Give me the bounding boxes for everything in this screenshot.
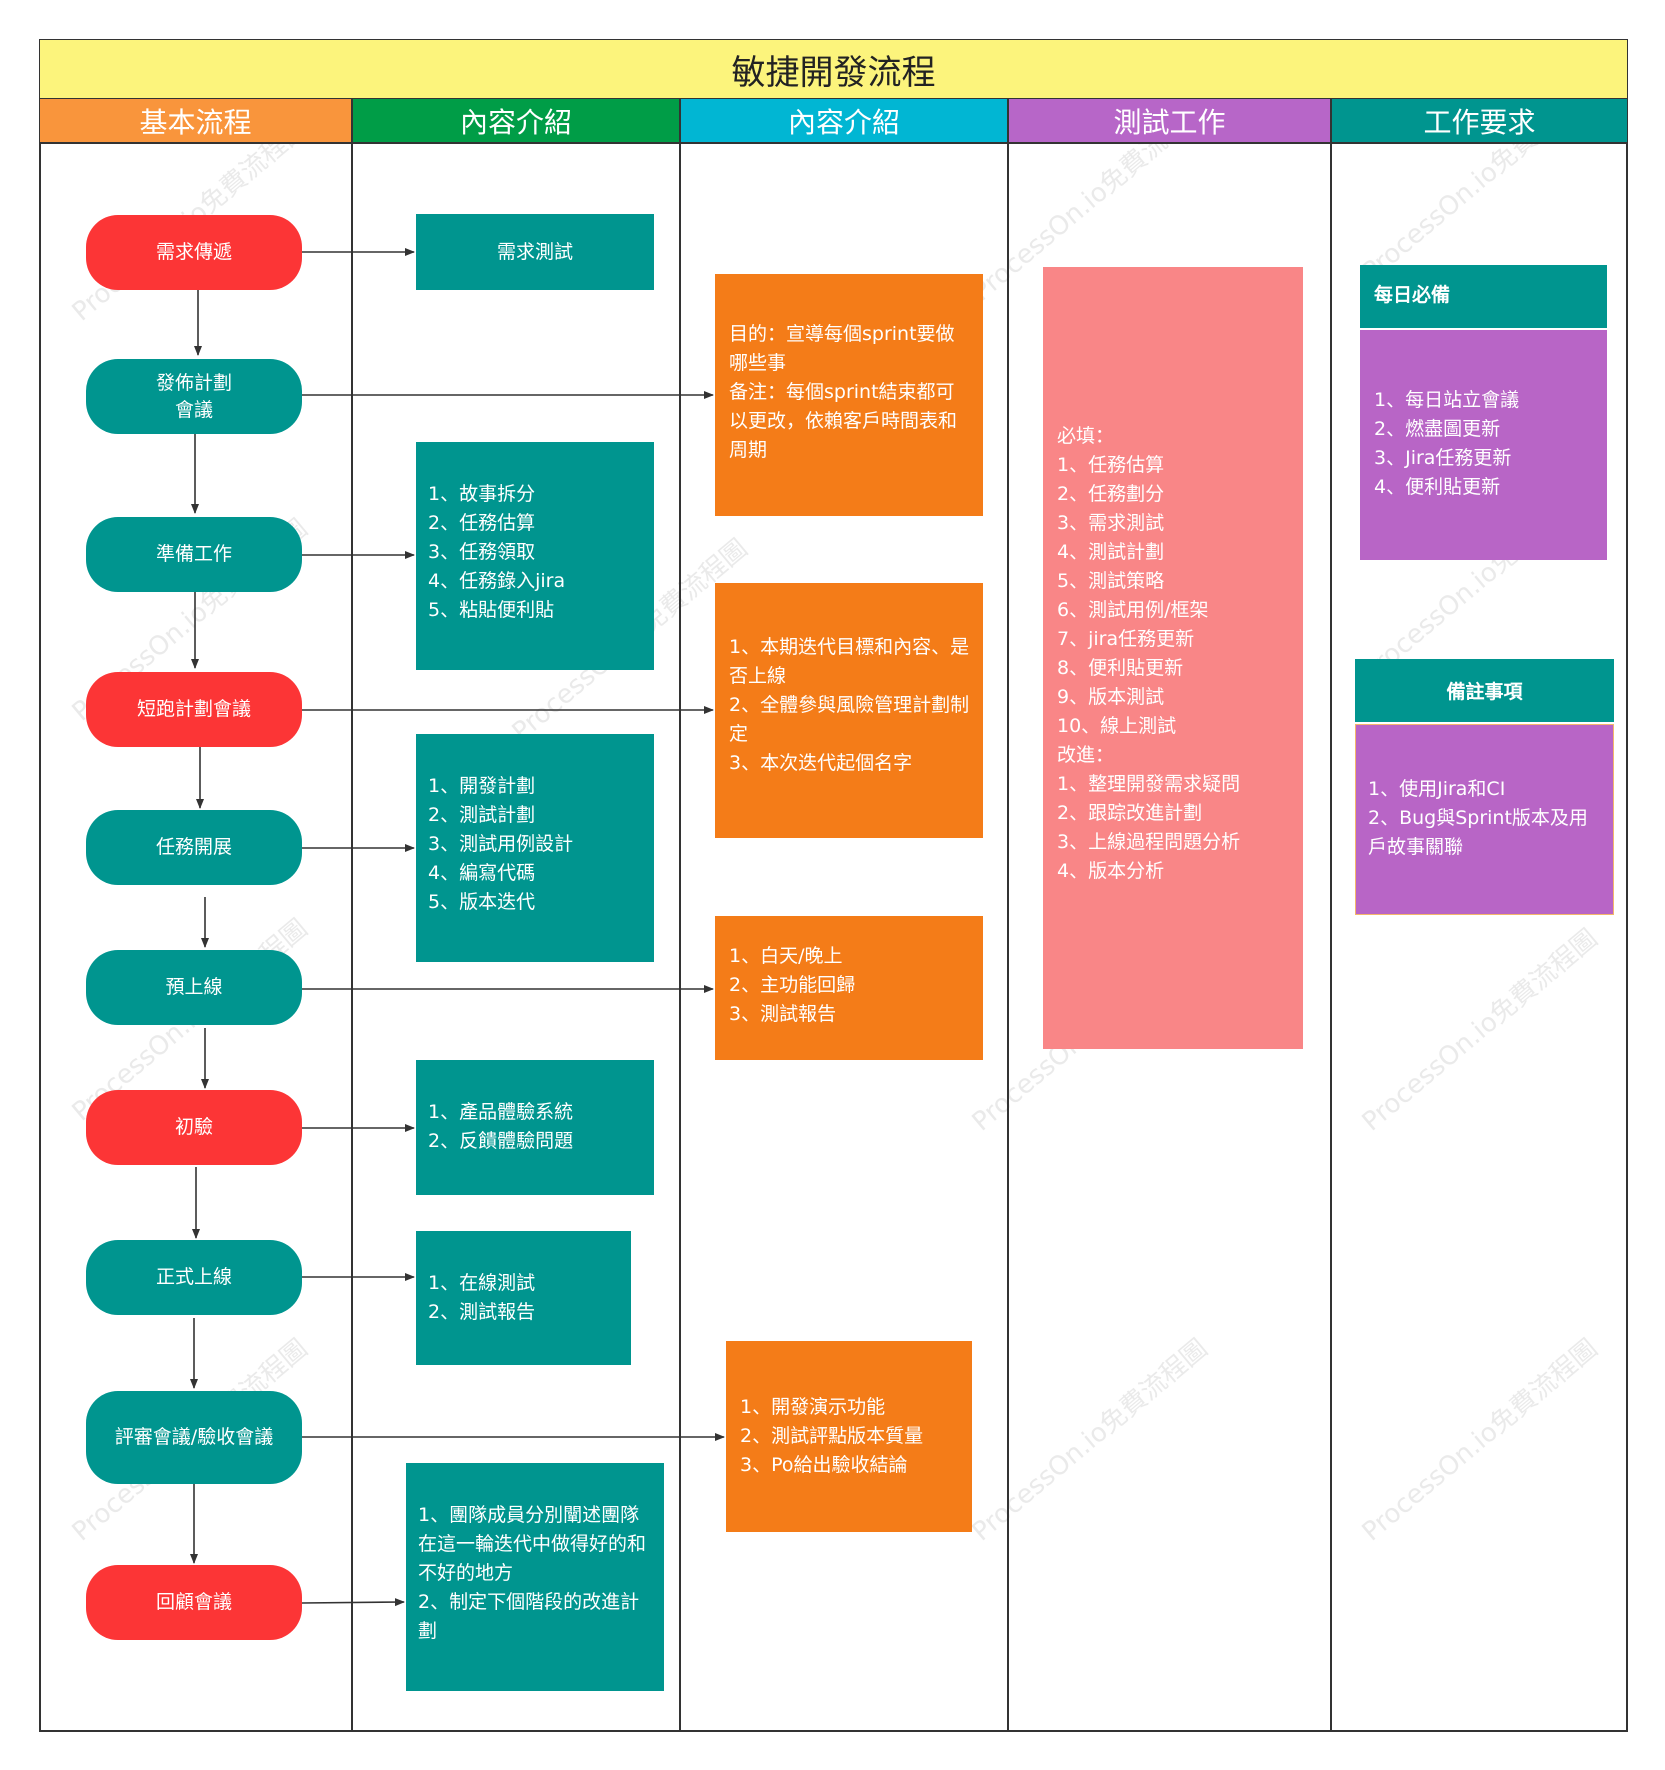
column-divider xyxy=(351,99,353,1732)
content-box-retrospective: 1、團隊成員分別闡述團隊在這一輪迭代中做得好的和不好的地方 2、制定下個階段的改… xyxy=(406,1463,664,1691)
flow-node-requirement-handoff: 需求傳遞 xyxy=(86,215,302,290)
column-header-content-2: 內容介紹 xyxy=(681,99,1007,144)
column-header-content-1: 內容介紹 xyxy=(353,99,679,144)
daily-essentials-body: 1、每日站立會議 2、燃盡圖更新 3、Jira任務更新 4、便利貼更新 xyxy=(1360,330,1607,560)
column-header-basic-flow: 基本流程 xyxy=(40,99,351,144)
flow-node-official-release: 正式上線 xyxy=(86,1240,302,1315)
column-header-requirements: 工作要求 xyxy=(1332,99,1627,144)
column-divider xyxy=(1007,99,1009,1732)
content-box-review-meeting: 1、開發演示功能 2、測試評點版本質量 3、Po給出驗收結論 xyxy=(726,1341,972,1532)
content-box-initial-acceptance: 1、產品體驗系統 2、反饋體驗問題 xyxy=(416,1060,654,1195)
flow-node-release-planning: 發佈計劃 會議 xyxy=(86,359,302,434)
flow-node-pre-release: 預上線 xyxy=(86,950,302,1025)
column-divider xyxy=(679,99,681,1732)
testing-work-box: 必填： 1、任務估算 2、任務劃分 3、需求測試 4、測試計劃 5、測試策略 6… xyxy=(1043,267,1303,1049)
content-box-preparation: 1、故事拆分 2、任務估算 3、任務領取 4、任務錄入jira 5、粘貼便利貼 xyxy=(416,442,654,670)
flow-node-retrospective: 回顧會議 xyxy=(86,1565,302,1640)
notes-body: 1、使用Jira和CI 2、Bug與Sprint版本及用戶故事關聯 xyxy=(1355,724,1614,915)
content-box-pre-release: 1、白天/晚上 2、主功能回歸 3、測試報告 xyxy=(715,916,983,1060)
notes-header: 備註事項 xyxy=(1355,659,1614,722)
flow-node-review-meeting: 評審會議/驗收會議 xyxy=(86,1391,302,1484)
column-header-testing: 測試工作 xyxy=(1009,99,1330,144)
column-divider xyxy=(1330,99,1332,1732)
flow-node-sprint-planning: 短跑計劃會議 xyxy=(86,672,302,747)
flow-node-initial-acceptance: 初驗 xyxy=(86,1090,302,1165)
content-box-release-planning: 目的：宣導每個sprint要做哪些事 备注：每個sprint結束都可以更改，依賴… xyxy=(715,274,983,516)
diagram-title: 敏捷開發流程 xyxy=(40,40,1627,99)
content-box-task-execution: 1、開發計劃 2、測試計劃 3、測試用例設計 4、編寫代碼 5、版本迭代 xyxy=(416,734,654,962)
flow-node-preparation: 準備工作 xyxy=(86,517,302,592)
content-box-sprint-planning: 1、本期迭代目標和內容、是否上線 2、全體參與風險管理計劃制定 3、本次迭代起個… xyxy=(715,583,983,838)
link-arrow xyxy=(301,1598,405,1607)
content-box-requirement-test: 需求測試 xyxy=(416,214,654,290)
content-box-official-release: 1、在線測試 2、測試報告 xyxy=(416,1231,631,1365)
flow-node-task-execution: 任務開展 xyxy=(86,810,302,885)
daily-essentials-header: 每日必備 xyxy=(1360,265,1607,328)
